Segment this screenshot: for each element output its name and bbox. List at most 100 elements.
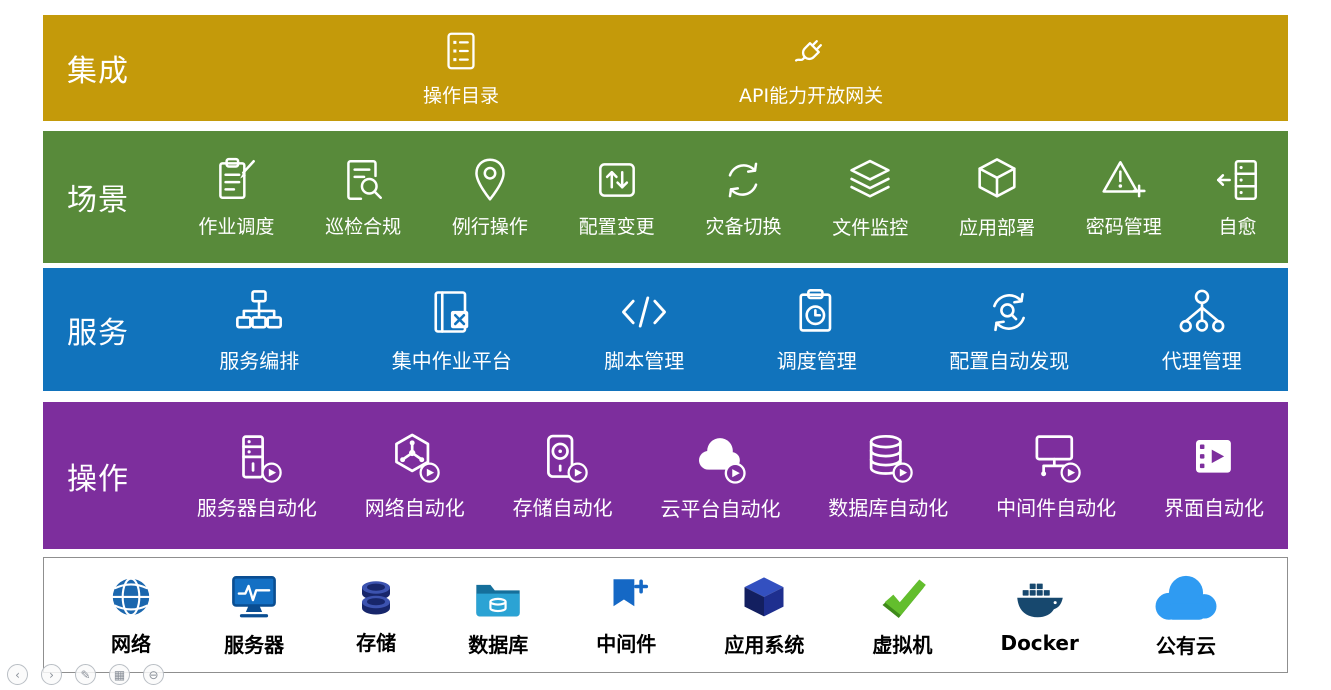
operation-item-cloud-automation: 云平台自动化 xyxy=(660,430,780,522)
infra-item-network: 网络 xyxy=(106,574,156,657)
item-label: 文件监控 xyxy=(832,217,909,239)
item-label: 灾备切换 xyxy=(705,216,782,238)
service-item-auto-discovery: 配置自动发现 xyxy=(949,286,1069,374)
database-icon xyxy=(472,573,524,625)
item-label: 中间件 xyxy=(596,631,657,656)
operation-items: 服务器自动化 网络自动化 存储自动化 云平台自动化 数据库自动化 xyxy=(173,430,1288,522)
item-label: 数据库 xyxy=(468,632,529,657)
operation-item-network-automation: 网络自动化 xyxy=(365,431,465,521)
infrastructure-band: 网络 服务器 存储 数据库 中间件 xyxy=(43,557,1288,673)
server-icon xyxy=(228,573,280,625)
infra-item-middleware: 中间件 xyxy=(596,574,656,657)
zoom-out-icon: ⊖ xyxy=(148,667,159,682)
item-label: 中间件自动化 xyxy=(996,495,1117,520)
operation-item-database-automation: 数据库自动化 xyxy=(828,431,948,521)
app-deploy-icon xyxy=(971,154,1023,206)
routine-operation-icon xyxy=(465,155,515,205)
infra-item-storage: 存储 xyxy=(352,575,400,656)
infra-item-docker: Docker xyxy=(1000,575,1079,655)
infra-item-vm: 虚拟机 xyxy=(872,573,932,658)
middleware-automation-icon xyxy=(1029,431,1083,485)
item-label: Docker xyxy=(1000,631,1079,655)
item-label: 数据库自动化 xyxy=(828,495,949,520)
service-item-script-mgmt: 脚本管理 xyxy=(604,286,684,374)
operation-catalog-icon xyxy=(438,28,484,74)
item-label: 操作目录 xyxy=(423,85,500,107)
agent-mgmt-icon xyxy=(1176,286,1228,338)
item-label: API能力开放网关 xyxy=(739,85,884,107)
integration-item-api-gateway: API能力开放网关 xyxy=(739,28,883,108)
job-scheduling-icon xyxy=(211,155,261,205)
integration-item-catalog: 操作目录 xyxy=(423,28,499,108)
infrastructure-items: 网络 服务器 存储 数据库 中间件 xyxy=(44,572,1287,659)
inspection-compliance-icon xyxy=(338,155,388,205)
service-band: 服务 服务编排 集中作业平台 脚本管理 调度管理 xyxy=(43,268,1288,391)
service-item-schedule-mgmt: 调度管理 xyxy=(777,286,857,374)
infra-item-public-cloud: 公有云 xyxy=(1147,572,1225,659)
slideshow-controls: ‹ › ✎ ▦ ⊖ xyxy=(7,664,164,685)
item-label: 公有云 xyxy=(1155,633,1216,658)
service-items: 服务编排 集中作业平台 脚本管理 调度管理 配置自动发现 xyxy=(173,286,1288,374)
service-orchestration-icon xyxy=(233,286,285,338)
scenario-item-routine-operation: 例行操作 xyxy=(452,155,528,239)
integration-band: 集成 操作目录 API能力开放网关 xyxy=(43,15,1288,121)
operation-item-storage-automation: 存储自动化 xyxy=(513,431,613,521)
auto-discovery-icon xyxy=(983,286,1035,338)
service-band-label: 服务 xyxy=(67,315,129,351)
zoom-button[interactable]: ⊖ xyxy=(143,664,164,685)
network-icon xyxy=(106,574,156,624)
api-gateway-icon xyxy=(788,28,834,74)
scenario-item-inspection: 巡检合规 xyxy=(325,155,401,239)
scenario-item-job-scheduling: 作业调度 xyxy=(198,155,274,239)
item-label: 存储 xyxy=(356,630,397,655)
config-change-icon xyxy=(592,155,642,205)
item-label: 自愈 xyxy=(1218,216,1257,238)
storage-automation-icon xyxy=(536,431,590,485)
schedule-mgmt-icon xyxy=(791,286,843,338)
infra-item-database: 数据库 xyxy=(468,573,528,658)
scenario-items: 作业调度 巡检合规 例行操作 配置变更 灾备切换 xyxy=(173,154,1288,240)
item-label: 虚拟机 xyxy=(872,632,933,657)
item-label: 应用部署 xyxy=(958,217,1035,239)
server-automation-icon xyxy=(230,431,284,485)
item-label: 配置自动发现 xyxy=(949,348,1070,373)
infra-item-server: 服务器 xyxy=(224,573,284,658)
slides-grid-icon: ▦ xyxy=(113,667,126,682)
item-label: 巡检合规 xyxy=(325,216,402,238)
pen-tool-button[interactable]: ✎ xyxy=(75,664,96,685)
service-item-agent-mgmt: 代理管理 xyxy=(1162,286,1242,374)
middleware-icon xyxy=(601,574,651,624)
previous-arrow-icon: ‹ xyxy=(15,667,20,682)
pen-icon: ✎ xyxy=(80,667,91,682)
item-label: 界面自动化 xyxy=(1163,495,1264,520)
next-slide-button[interactable]: › xyxy=(41,664,62,685)
scenario-band-label: 场景 xyxy=(67,183,129,218)
scenario-item-password-mgmt: 密码管理 xyxy=(1086,155,1162,239)
item-label: 配置变更 xyxy=(578,216,655,238)
disaster-switch-icon xyxy=(718,155,768,205)
cloud-automation-icon xyxy=(692,430,748,486)
scenario-item-self-heal: 自愈 xyxy=(1213,155,1263,239)
previous-slide-button[interactable]: ‹ xyxy=(7,664,28,685)
self-heal-icon xyxy=(1213,155,1263,205)
vm-icon xyxy=(876,573,928,625)
file-monitor-icon xyxy=(844,154,896,206)
docker-icon xyxy=(1012,575,1068,627)
slide-panel-button[interactable]: ▦ xyxy=(109,664,130,685)
scenario-item-disaster-switch: 灾备切换 xyxy=(705,155,781,239)
item-label: 密码管理 xyxy=(1085,216,1162,238)
item-label: 云平台自动化 xyxy=(660,496,781,521)
operation-band-label: 操作 xyxy=(67,461,129,497)
storage-icon xyxy=(352,575,400,623)
scenario-band: 场景 作业调度 巡检合规 例行操作 配置变更 xyxy=(43,131,1288,263)
item-label: 脚本管理 xyxy=(604,348,685,373)
password-mgmt-icon xyxy=(1099,155,1149,205)
infra-item-app-system: 应用系统 xyxy=(724,573,804,658)
operation-band: 操作 服务器自动化 网络自动化 存储自动化 云平台自动化 xyxy=(43,402,1288,549)
integration-band-label: 集成 xyxy=(67,54,129,89)
service-item-orchestration: 服务编排 xyxy=(219,286,299,374)
item-label: 集中作业平台 xyxy=(391,348,512,373)
item-label: 调度管理 xyxy=(776,348,857,373)
item-label: 服务编排 xyxy=(219,348,300,373)
central-job-platform-icon xyxy=(426,286,478,338)
